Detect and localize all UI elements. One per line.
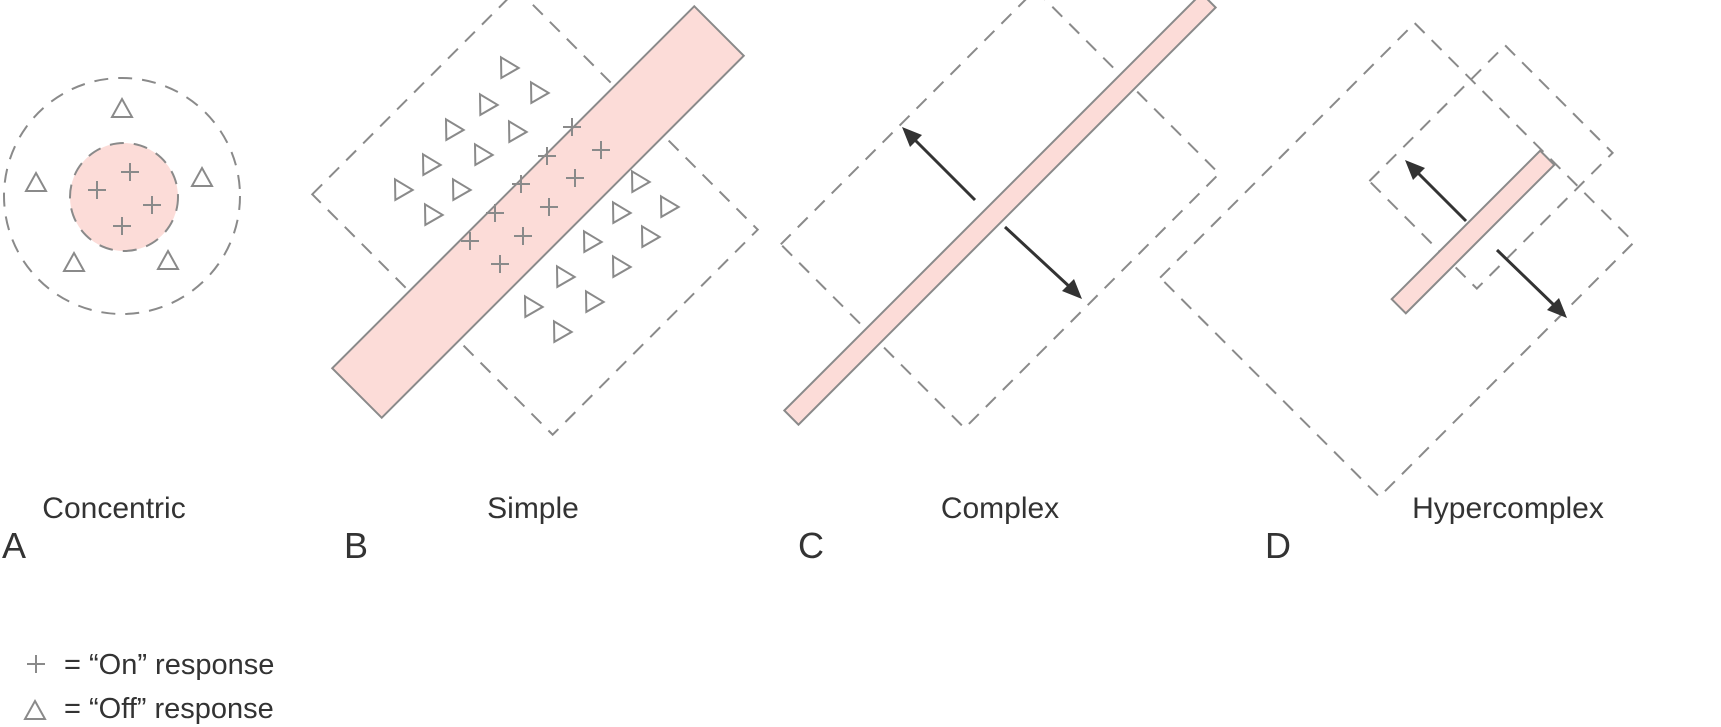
legend: = “On” response = “Off” response [24, 649, 274, 725]
arrow-up-left [1414, 169, 1468, 223]
off-response-mark [25, 172, 47, 192]
hypercomplex-light-bar [1390, 149, 1556, 315]
panel-concentric [3, 77, 241, 315]
panel-title-hypercomplex: Hypercomplex [1412, 492, 1604, 525]
panel-title-concentric: Concentric [42, 492, 185, 525]
hypercomplex-inner-field [1367, 43, 1615, 291]
panel-title-simple: Simple [487, 492, 579, 525]
off-response-mark [63, 252, 85, 272]
off-response-mark [111, 98, 133, 118]
panel-letter-d: D [1265, 525, 1291, 566]
arrow-up-left [910, 135, 977, 202]
hypercomplex-outer-field [1158, 21, 1636, 499]
off-response-mark [157, 250, 179, 270]
concentric-surround-outline [3, 77, 241, 315]
panel-letter-b: B [344, 525, 368, 566]
complex-light-bar [782, 0, 1218, 427]
panel-complex [779, 0, 1221, 430]
panel-letter-c: C [798, 525, 824, 566]
simple-light-bar [330, 4, 746, 420]
panel-letter-a: A [2, 525, 26, 566]
concentric-center-spot [70, 143, 178, 251]
panel-simple [310, 0, 760, 437]
legend-plus-icon [26, 654, 46, 674]
panel-hypercomplex [1158, 21, 1636, 499]
arrow-down-right [1003, 225, 1074, 291]
panel-title-complex: Complex [941, 492, 1059, 525]
legend-triangle-icon [24, 700, 46, 720]
legend-off-text: = “Off” response [64, 693, 274, 725]
concentric-center-outline [69, 142, 179, 252]
off-response-mark [191, 167, 213, 187]
legend-on-text: = “On” response [64, 649, 274, 681]
arrow-down-right [1495, 248, 1559, 310]
